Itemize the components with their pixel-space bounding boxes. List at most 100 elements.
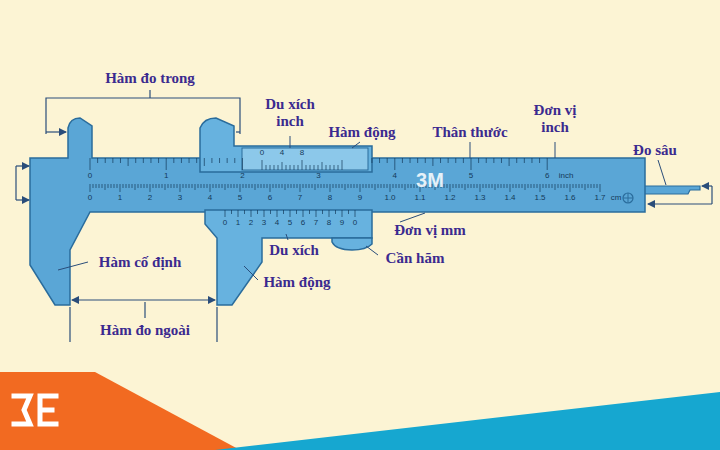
leader-lines (58, 136, 666, 280)
tick (531, 184, 532, 188)
tick (519, 184, 520, 188)
part-label: Đơn vị inch (524, 102, 586, 137)
tick (528, 184, 529, 188)
scale-number: 6 (545, 172, 549, 180)
tick (276, 184, 277, 188)
tick (108, 184, 109, 188)
tick (543, 184, 544, 188)
tick (510, 184, 511, 192)
tick (547, 158, 548, 170)
tick (228, 184, 229, 188)
scale-number: 2 (249, 219, 253, 227)
tick (471, 158, 472, 170)
tick (351, 184, 352, 188)
tick (334, 165, 335, 170)
tick (144, 184, 145, 188)
outer-dimension (70, 300, 217, 342)
tick (290, 165, 291, 170)
fixed-jaw-and-beam (30, 118, 645, 305)
tick (222, 184, 223, 188)
tick (216, 184, 217, 188)
scale-ticks (90, 158, 600, 217)
tick (93, 184, 94, 188)
watermark: 3M (416, 170, 444, 190)
tick (264, 210, 265, 217)
tick (143, 158, 144, 163)
tick (129, 184, 130, 188)
tick (219, 158, 220, 163)
tick (270, 210, 271, 214)
tick (135, 158, 136, 163)
tick (283, 210, 284, 214)
tick (278, 165, 279, 170)
scale-number: 1.5 (534, 194, 545, 202)
tick (375, 184, 376, 190)
part-label: Du xích (269, 242, 319, 259)
tick (204, 184, 205, 188)
tick (425, 158, 426, 163)
tick (456, 184, 457, 188)
tick (174, 184, 175, 188)
tick (330, 184, 331, 192)
tick (324, 184, 325, 188)
tick (90, 158, 91, 170)
tick (498, 184, 499, 188)
tick (225, 184, 226, 190)
scale-number: 3 (178, 194, 182, 202)
tick (173, 158, 174, 163)
tick (597, 184, 598, 188)
tick (555, 184, 556, 190)
part-label: Du xích inch (259, 96, 321, 131)
tick (588, 184, 589, 188)
scale-number: inch (559, 172, 574, 180)
tick (546, 184, 547, 188)
scale-number: 8 (327, 219, 331, 227)
tick (417, 158, 418, 163)
tick (150, 158, 151, 163)
tick (394, 158, 395, 170)
tick (296, 210, 297, 214)
part-label: Hàm đo trong (105, 70, 195, 87)
tick (282, 184, 283, 188)
tick (258, 184, 259, 188)
tick (378, 184, 379, 188)
scale-number: 1.1 (414, 194, 425, 202)
tick (166, 158, 167, 170)
tick (243, 184, 244, 188)
scale-number: 0 (88, 172, 92, 180)
tick (168, 184, 169, 188)
tick (591, 184, 592, 188)
tick (558, 184, 559, 188)
scale-number: 0 (260, 149, 264, 157)
tick (522, 184, 523, 188)
tick (507, 184, 508, 188)
tick (138, 184, 139, 188)
tick (564, 184, 565, 188)
tick (363, 184, 364, 188)
tick (516, 184, 517, 188)
scale-number: 5 (288, 219, 292, 227)
scale-number: 5 (469, 172, 473, 180)
tick (286, 165, 287, 170)
tick (171, 184, 172, 188)
tick (582, 184, 583, 188)
tick (90, 184, 91, 192)
tick (342, 160, 343, 170)
scale-number: 1.7 (594, 194, 605, 202)
tick (379, 158, 380, 163)
scale-number: 4 (208, 194, 212, 202)
scale-number: cm (611, 194, 622, 202)
tick (189, 158, 190, 163)
tick (345, 184, 346, 190)
tick (465, 184, 466, 190)
tick (273, 184, 274, 188)
tick (483, 184, 484, 188)
logo (14, 396, 56, 424)
tick (335, 210, 336, 214)
tick (477, 184, 478, 188)
tick (312, 184, 313, 188)
tick (314, 165, 315, 170)
tick (318, 184, 319, 188)
tick (316, 210, 317, 217)
tick (114, 184, 115, 188)
